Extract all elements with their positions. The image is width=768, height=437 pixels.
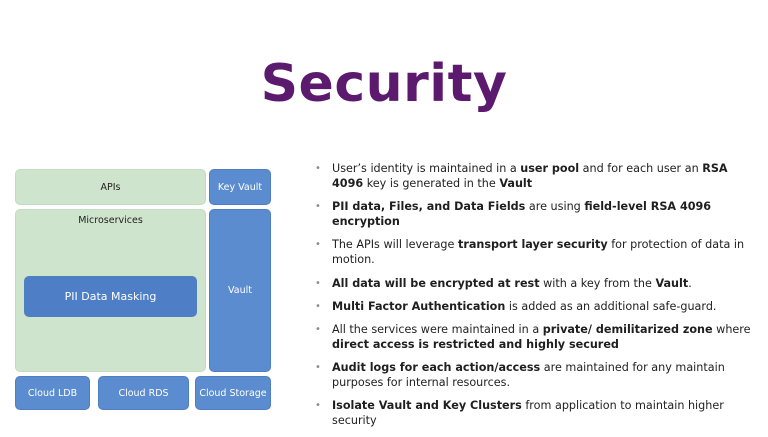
cloud-storage-box: Cloud Storage (195, 376, 271, 410)
bullet-text: All the services were maintained in a (332, 322, 543, 336)
bullet-dot-icon: • (315, 201, 321, 213)
slide-title: Security (260, 54, 508, 114)
bullet-text-bold: transport layer security (457, 238, 608, 252)
bullet-dot-icon: • (315, 300, 321, 312)
bullet-dot-icon: • (315, 400, 321, 412)
bullet-text: key is generated in the (363, 177, 500, 190)
bullet-dot-icon: • (315, 239, 321, 251)
bullet-text: for protection of data in motion. (332, 238, 745, 267)
bullet-text-bold: direct access is restricted and highly s… (332, 337, 619, 351)
bullet-dot-icon: • (315, 277, 321, 289)
bullet-text-bold: Audit logs for each action/access (332, 361, 541, 375)
cloud-ldb-box: Cloud LDB (15, 376, 90, 410)
bullet-dot-icon: • (315, 323, 321, 335)
bullet-item: • The APIs will leverage transport layer … (315, 237, 755, 267)
bullet-item: • PII data, Files, and Data Fields are us… (315, 199, 755, 229)
bullet-text: with a key from the (539, 276, 656, 290)
bullet-text-bold: private/ demilitarized zone (542, 322, 713, 336)
key-vault-box: Key Vault (209, 169, 271, 205)
bullet-item: • All the services were maintained in a p… (315, 322, 755, 352)
bullet-text-bold: Vault (499, 177, 533, 190)
bullet-text-bold: user pool (520, 162, 580, 175)
bullet-item: • User’s identity is maintained in a user… (315, 161, 755, 191)
bullet-item: • All data will be encrypted at rest with… (315, 276, 755, 291)
bullet-text: are maintained for any maintain purposes… (332, 361, 725, 390)
security-bullet-list: • User’s identity is maintained in a user… (315, 161, 755, 437)
bullet-text-bold: All data will be encrypted at rest (332, 276, 540, 290)
bullet-text-bold: Isolate Vault and Key Clusters (332, 399, 522, 413)
bullet-dot-icon: • (315, 362, 321, 374)
bullet-text: . (688, 276, 692, 290)
bullet-text: from application to maintain higher secu… (332, 399, 724, 428)
cloud-rds-box: Cloud RDS (98, 376, 189, 410)
bullet-text-bold: RSA 4096 (332, 162, 728, 190)
bullet-text-bold: PII data, Files, and Data Fields (332, 200, 526, 214)
bullet-item: • Multi Factor Authentication is added as… (315, 299, 755, 314)
bullet-text: and for each user an (579, 162, 703, 175)
pii-data-masking-box: PII Data Masking (24, 276, 197, 317)
bullet-text: User’s identity is maintained in a (332, 162, 521, 175)
apis-box: APIs (15, 169, 206, 205)
vault-box: Vault (209, 209, 271, 372)
bullet-dot-icon: • (315, 163, 321, 174)
bullet-text-bold: field-level RSA 4096 encryption (332, 200, 712, 229)
bullet-text: are using (525, 200, 585, 214)
bullet-item: • Audit logs for each action/access are m… (315, 360, 755, 390)
bullet-text-bold: Vault (655, 276, 689, 290)
bullet-text-bold: Multi Factor Authentication (332, 299, 506, 313)
bullet-text: is added as an additional safe-guard. (505, 299, 717, 313)
bullet-text: where (712, 322, 751, 336)
bullet-item: • Isolate Vault and Key Clusters from app… (315, 398, 755, 428)
bullet-text: The APIs will leverage (332, 238, 458, 252)
